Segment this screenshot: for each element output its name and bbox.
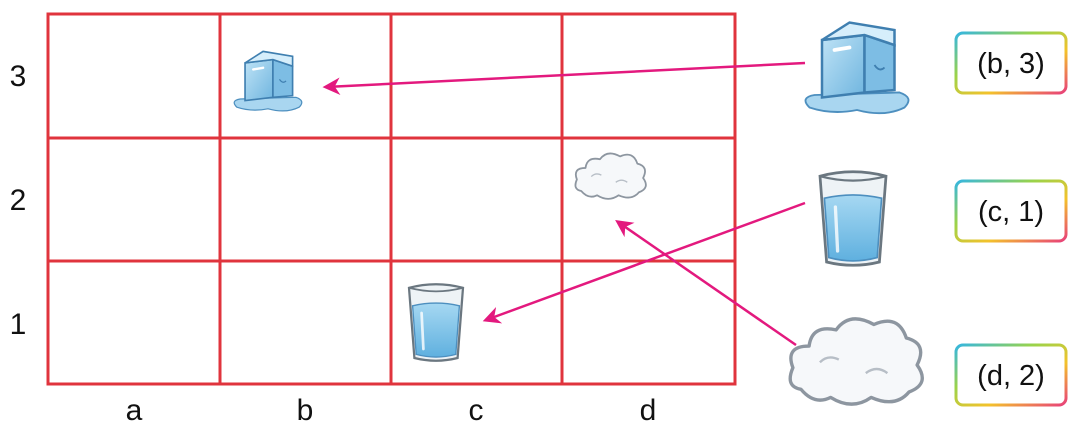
column-label-c: c: [469, 394, 484, 427]
glass-in-grid-icon: [407, 282, 465, 363]
row-label-1: 1: [10, 308, 27, 341]
glass-icon: [818, 170, 888, 267]
grid: [46, 12, 737, 386]
arrow-ice: [322, 61, 806, 96]
answer-text: (b, 3): [977, 48, 1045, 80]
column-labels: a b c d: [126, 394, 657, 427]
row-label-2: 2: [10, 184, 27, 217]
answer-tag-3: (d, 2): [954, 343, 1068, 407]
ice-cube-icon: [803, 20, 911, 116]
column-label-b: b: [297, 394, 314, 427]
arrow-cloud: [615, 220, 797, 347]
answer-text: (c, 1): [978, 196, 1044, 228]
column-label-a: a: [126, 394, 143, 427]
row-labels: 3 2 1: [10, 60, 27, 341]
answer-text: (d, 2): [977, 360, 1045, 392]
column-label-d: d: [640, 394, 657, 427]
answer-tag-1: (b, 3): [954, 31, 1068, 95]
row-label-3: 3: [10, 60, 27, 93]
answer-tag-2: (c, 1): [954, 179, 1068, 243]
arrows: [322, 61, 806, 347]
arrow-glass: [482, 201, 806, 324]
cloud-icon: [788, 317, 924, 406]
